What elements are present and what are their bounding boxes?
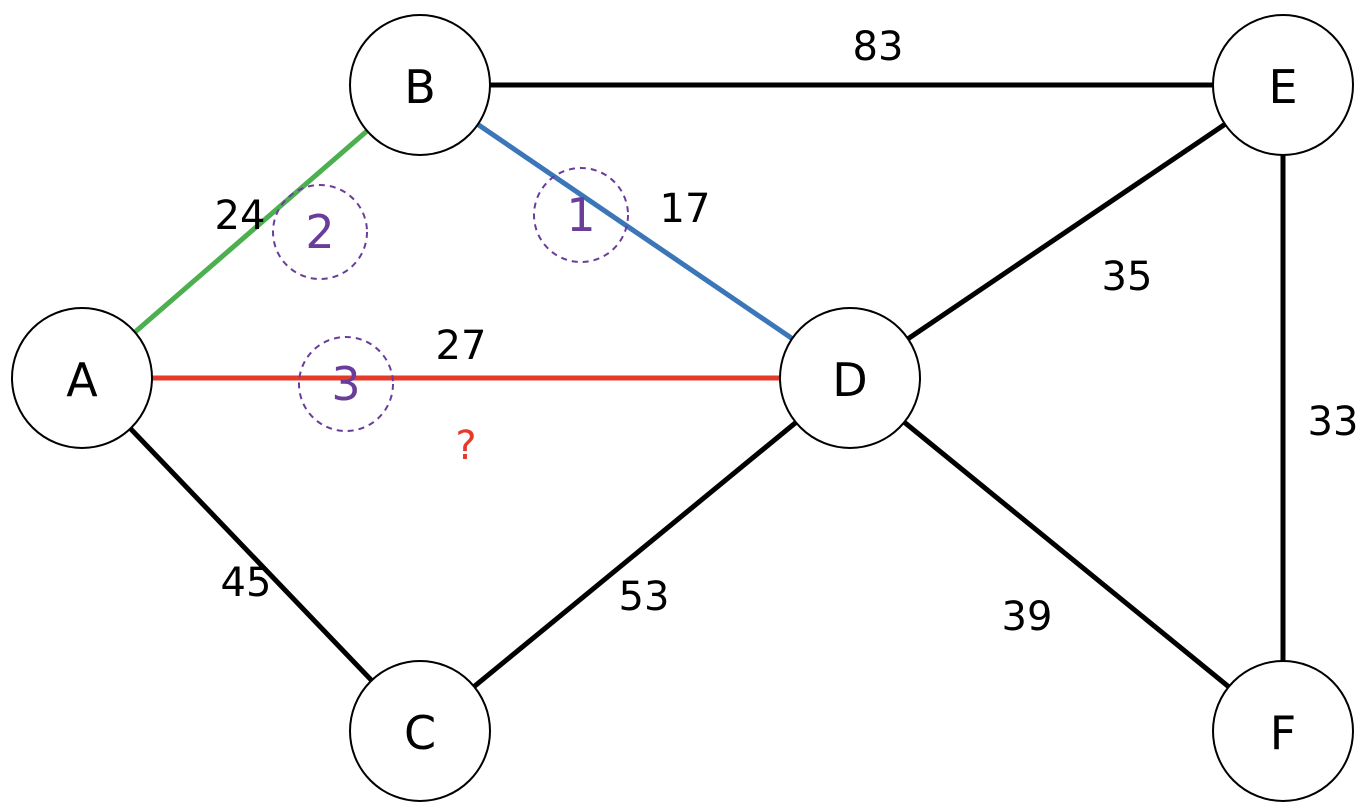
order-markers-layer: 2 1 3 xyxy=(272,167,629,432)
node-circle-a xyxy=(11,307,153,449)
node-a: A xyxy=(11,307,153,449)
edge-weight-a-b: 24 xyxy=(215,193,266,239)
node-circle-f xyxy=(1212,660,1354,802)
node-label-e: E xyxy=(1268,60,1297,114)
nodes-layer: A B C D E F xyxy=(11,14,1354,802)
edge-b-d xyxy=(476,122,794,341)
edge-weight-d-e: 35 xyxy=(1102,254,1153,300)
edges-layer xyxy=(128,82,1286,689)
order-marker-circle-a-d xyxy=(298,336,394,432)
node-label-c: C xyxy=(404,706,436,760)
edge-a-b xyxy=(133,128,369,335)
edge-d-f xyxy=(902,420,1231,689)
node-label-a: A xyxy=(66,353,98,407)
node-circle-e xyxy=(1212,14,1354,156)
question-mark: ? xyxy=(455,423,476,469)
node-c: C xyxy=(349,660,491,802)
order-marker-circle-b-d xyxy=(533,167,629,263)
order-marker-label-a-d: 3 xyxy=(331,357,360,411)
edge-c-d xyxy=(472,420,798,689)
order-marker-circle-a-b xyxy=(272,184,368,280)
weights-layer: 83 24 17 27 45 53 35 39 33 xyxy=(215,24,1359,640)
node-e: E xyxy=(1212,14,1354,156)
edge-weight-c-d: 53 xyxy=(619,574,670,620)
order-marker-label-a-b: 2 xyxy=(305,205,334,259)
edge-a-c xyxy=(128,426,374,683)
edge-weight-b-e: 83 xyxy=(853,24,904,70)
order-marker-label-b-d: 1 xyxy=(566,188,595,242)
node-circle-d xyxy=(779,307,921,449)
edge-weight-e-f: 33 xyxy=(1308,399,1359,445)
node-label-d: D xyxy=(832,353,867,407)
node-label-b: B xyxy=(404,60,436,114)
node-label-f: F xyxy=(1270,706,1296,760)
edge-weight-b-d: 17 xyxy=(660,186,711,232)
node-d: D xyxy=(779,307,921,449)
edge-d-e xyxy=(906,122,1227,341)
node-f: F xyxy=(1212,660,1354,802)
node-b: B xyxy=(349,14,491,156)
edge-weight-d-f: 39 xyxy=(1002,594,1053,640)
node-circle-b xyxy=(349,14,491,156)
node-circle-c xyxy=(349,660,491,802)
edge-weight-a-c: 45 xyxy=(221,560,272,606)
edge-weight-a-d: 27 xyxy=(436,323,487,369)
